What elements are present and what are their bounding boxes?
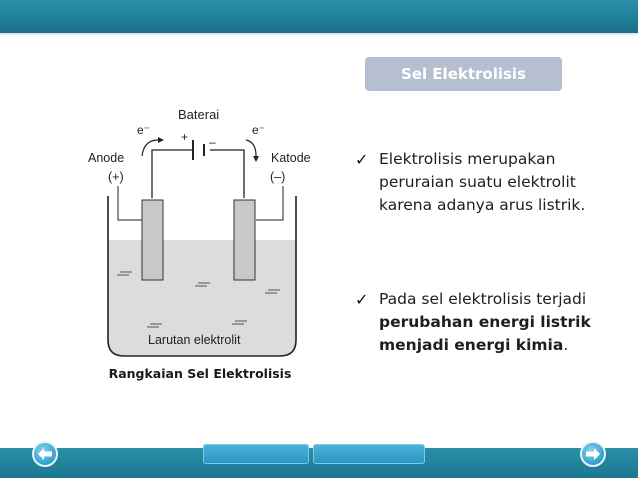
bullet-2-plain: Pada sel elektrolisis terjadi [379,290,587,308]
electron-left-arrow [141,139,159,157]
bullet-1-text: Elektrolisis merupakan peruraian suatu e… [379,150,586,214]
bullet-2-text: Pada sel elektrolisis terjadi perubahan … [379,288,625,357]
prev-button[interactable] [32,441,58,467]
checkmark-icon: ✓ [355,150,369,169]
cathode-leader [256,186,284,221]
nav-tab-1[interactable] [203,444,309,464]
cathode-label: Katode [271,151,311,165]
anode-sign: (+) [108,170,124,184]
wire-right [210,149,245,198]
nav-tab-2[interactable] [313,444,425,464]
bullet-2: ✓ Pada sel elektrolisis terjadi perubaha… [355,288,625,357]
arrow-left-icon [38,448,52,460]
diagram-caption: Rangkaian Sel Elektrolisis [108,366,292,381]
anode-label: Anode [88,151,124,165]
cathode-sign: (–) [270,170,285,184]
solution-label: Larutan elektrolit [148,333,241,347]
electron-right-arrow [245,139,257,157]
header-bar [0,0,638,35]
ion-marks [117,271,280,328]
battery-minus: – [209,135,216,149]
checkmark-icon: ✓ [355,290,369,309]
electron-left-arrowhead [158,137,164,143]
battery-plus: + [181,130,188,144]
anode-electrode [141,199,164,281]
slide-title: Sel Elektrolisis [365,57,562,91]
next-button[interactable] [580,441,606,467]
wire-left [151,149,192,198]
bullet-2-end: . [563,336,569,354]
bullet-1: ✓ Elektrolisis merupakan peruraian suatu… [355,148,625,217]
electrolysis-diagram: Baterai + – e⁻ e⁻ Anode (+) Katode (–) L… [88,107,311,357]
electron-right-label: e⁻ [252,123,265,137]
cathode-electrode [233,199,256,281]
electron-left-label: e⁻ [137,123,150,137]
arrow-right-icon [586,448,600,460]
anode-leader [117,186,142,221]
battery-label: Baterai [178,107,219,122]
bullet-2-bold: perubahan energi listrik menjadi energi … [379,313,591,354]
beaker [107,196,297,357]
electron-right-arrowhead [253,156,259,162]
